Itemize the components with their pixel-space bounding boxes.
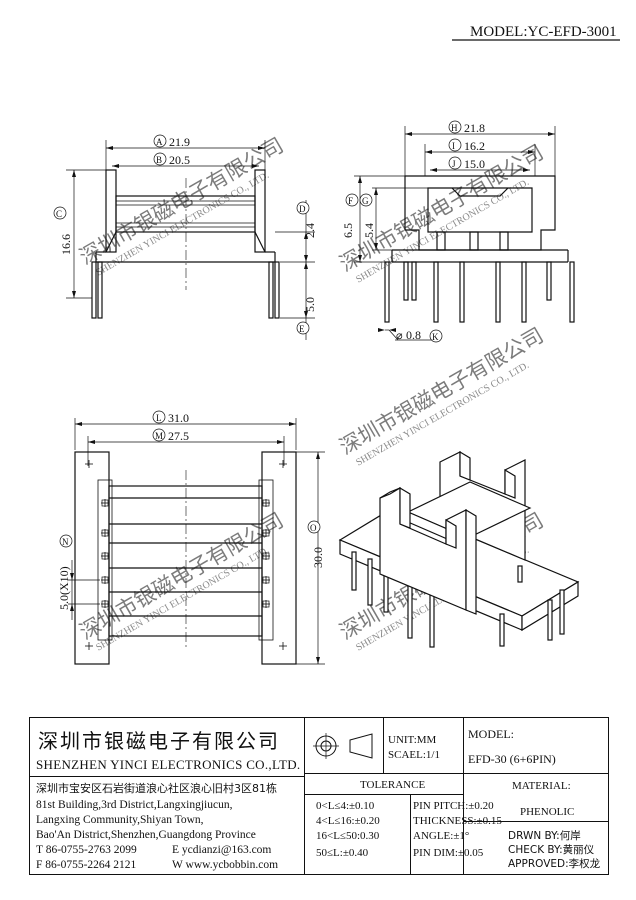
pin-spec-4: PIN DIM:±0.05 <box>413 847 484 859</box>
model-header: MODEL:YC-EFD-3001 <box>452 24 620 41</box>
svg-text:H: H <box>451 123 458 133</box>
email: E ycdianzi@163.com <box>172 844 272 856</box>
pin-spec-2: THICKNESS:±0.15 <box>413 815 502 827</box>
svg-text:K: K <box>432 332 439 342</box>
pin-pad <box>101 576 109 584</box>
dim-K: 0.8 <box>406 328 421 342</box>
svg-text:N: N <box>62 537 69 547</box>
pin-markers <box>85 460 287 650</box>
dim-F: 6.5 <box>341 223 355 238</box>
dim-M: 27.5 <box>168 429 189 443</box>
front-view: A 21.9 B 20.5 C 16.6 <box>53 134 317 340</box>
dim-N: 5.0(X10) <box>57 566 71 610</box>
dim-C: 16.6 <box>59 234 73 255</box>
address-line-1: 深圳市宝安区石岩街道浪心社区浪心旧村3区81栋 <box>36 782 277 795</box>
pin-pad <box>262 576 270 584</box>
svg-text:A: A <box>156 137 163 147</box>
model-header-text: MODEL:YC-EFD-3001 <box>470 24 617 40</box>
address-line-4: Bao'An District,Shenzhen,Guangdong Provi… <box>36 829 256 841</box>
svg-text:M: M <box>155 431 163 441</box>
svg-text:E: E <box>299 324 305 334</box>
approved-by: APPROVED:李权龙 <box>508 858 601 870</box>
bottom-view: L 31.0 M 27.5 N 5.0(X10) <box>57 410 325 665</box>
dim-K-prefix: ⌀ <box>396 330 403 342</box>
checked-by: CHECK BY:黄丽仪 <box>508 844 595 856</box>
svg-text:L: L <box>156 413 162 423</box>
projection-symbol-icon <box>313 733 373 759</box>
dim-J: 15.0 <box>464 157 485 171</box>
svg-text:F: F <box>348 196 353 206</box>
unit-label: UNIT:MM <box>388 734 437 746</box>
pin-spec-3: ANGLE:±1° <box>413 830 470 842</box>
dim-I: 16.2 <box>464 139 485 153</box>
pin-marker <box>85 460 93 468</box>
pin-marker <box>85 642 93 650</box>
dim-D: 2.4 <box>303 223 317 238</box>
svg-text:O: O <box>310 523 317 533</box>
svg-text:J: J <box>452 159 456 169</box>
web: W www.ycbobbin.com <box>172 859 279 871</box>
fax: F 86-0755-2264 2121 <box>36 859 137 871</box>
company-name-en: SHENZHEN YINCI ELECTRONICS CO.,LTD. <box>36 757 301 772</box>
model-value: EFD-30 (6+6PIN) <box>468 752 556 766</box>
address-line-3: Langxing Community,Shiyan Town, <box>36 814 204 826</box>
pin-pad <box>101 529 109 537</box>
isometric-view <box>338 450 580 648</box>
model-label: MODEL: <box>468 727 514 741</box>
dim-L: 31.0 <box>168 411 189 425</box>
svg-text:B: B <box>156 155 162 165</box>
pin-pad <box>262 552 270 560</box>
scale-label: SCAEL:1/1 <box>388 749 440 761</box>
pin-spec-1: PIN PITCH:±0.20 <box>413 800 494 812</box>
pin-pad <box>262 600 270 608</box>
watermark-cn-4: 深圳市银磁电子有限公司 <box>336 323 548 459</box>
pin-pad <box>101 600 109 608</box>
dim-A: 21.9 <box>169 135 190 149</box>
dim-G: 5.4 <box>362 223 376 238</box>
tel: T 86-0755-2763 2099 <box>36 844 137 856</box>
svg-text:C: C <box>56 209 62 219</box>
tolerance-4: 50≤L:±0.40 <box>316 847 369 859</box>
dim-O: 30.0 <box>311 547 325 568</box>
title-block: 深圳市银磁电子有限公司 SHENZHEN YINCI ELECTRONICS C… <box>29 717 609 875</box>
tolerance-title: TOLERANCE <box>360 779 426 791</box>
material-value: PHENOLIC <box>520 806 575 818</box>
pin-pad <box>262 499 270 507</box>
pin-pad <box>101 499 109 507</box>
pin-pad <box>262 529 270 537</box>
pin-marker <box>279 460 287 468</box>
side-view: H 21.8 I 16.2 J 15.0 <box>341 120 575 343</box>
watermark-cn-3: 深圳市银磁电子有限公司 <box>76 508 288 644</box>
tolerance-3: 16<L≤50:0.30 <box>316 830 380 842</box>
dim-E: 5.0 <box>303 297 317 312</box>
svg-text:G: G <box>362 196 369 206</box>
dim-H: 21.8 <box>464 121 485 135</box>
material-label: MATERIAL: <box>512 780 571 792</box>
svg-text:I: I <box>452 141 455 151</box>
drawn-by: DRWN BY:何岸 <box>508 830 581 842</box>
pin-pad <box>101 552 109 560</box>
tolerance-2: 4<L≤16:±0.20 <box>316 815 380 827</box>
tolerance-1: 0<L≤4:±0.10 <box>316 800 375 812</box>
address-line-2: 81st Building,3rd District,Langxingjiucu… <box>36 799 233 811</box>
watermark-cn-2: 深圳市银磁电子有限公司 <box>336 140 548 276</box>
pin-marker <box>279 642 287 650</box>
dim-B: 20.5 <box>169 153 190 167</box>
company-name-cn: 深圳市银磁电子有限公司 <box>38 729 280 753</box>
svg-text:D: D <box>299 204 306 214</box>
